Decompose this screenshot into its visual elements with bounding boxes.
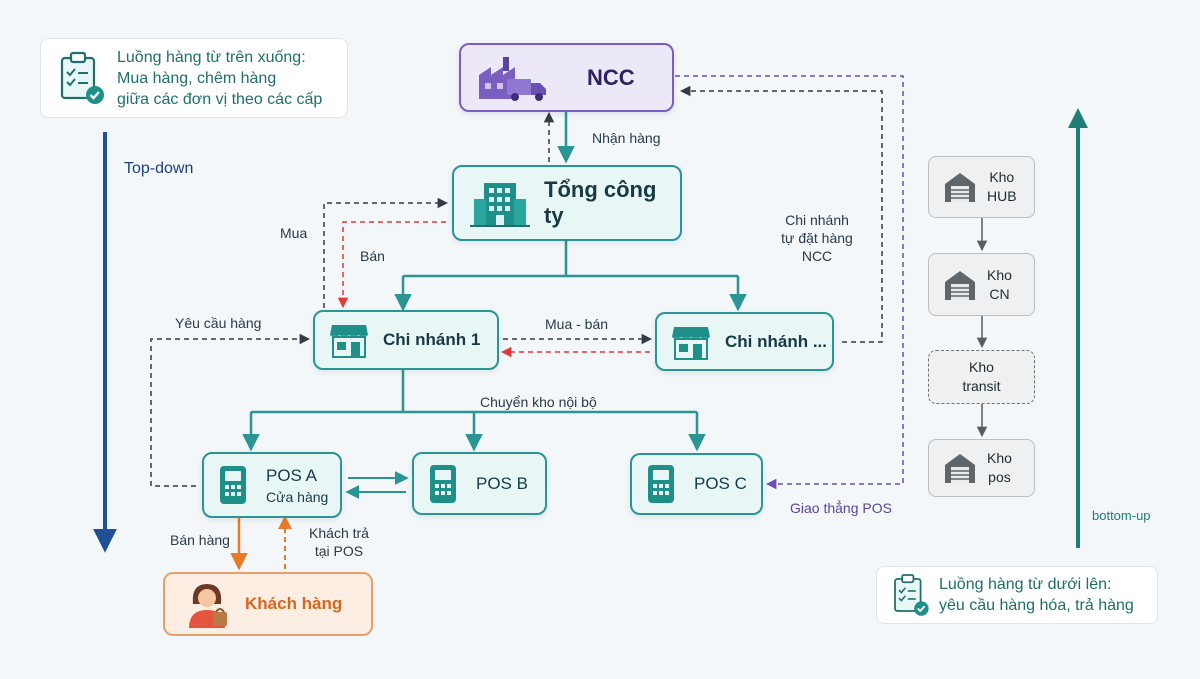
pos-terminal-icon bbox=[430, 464, 456, 503]
warehouse-icon bbox=[945, 270, 975, 300]
warehouse-icon bbox=[945, 454, 975, 483]
customer-label: Khách hàng bbox=[245, 594, 343, 613]
cn2-to-ncc-dashed-arrow bbox=[679, 85, 883, 343]
top-down-note: Luồng hàng từ trên xuống: Mua hàng, chêm… bbox=[40, 38, 348, 118]
ncc-node[interactable]: NCC bbox=[459, 43, 674, 112]
top-note-line-1: Luồng hàng từ trên xuống: bbox=[117, 48, 306, 66]
office-building-icon bbox=[470, 183, 530, 227]
kho-pos-line-2: pos bbox=[988, 469, 1011, 485]
kho-hub-line-1: Kho bbox=[989, 169, 1015, 185]
hq-node[interactable]: Tổng công ty bbox=[452, 165, 682, 241]
request-dashed-arrow bbox=[150, 333, 311, 487]
pos-terminal-icon bbox=[220, 466, 246, 504]
pos-c-label: POS C bbox=[694, 474, 747, 493]
kho-transit-node[interactable]: Kho transit bbox=[928, 350, 1035, 404]
kho-pos-line-1: Kho bbox=[987, 450, 1012, 466]
clipboard-check-icon bbox=[894, 574, 929, 616]
direct-to-pos-label: Giao thẳng POS bbox=[790, 500, 892, 516]
store-icon bbox=[672, 326, 710, 360]
pos-terminal-icon bbox=[648, 465, 674, 503]
ncc-label: NCC bbox=[587, 64, 635, 90]
top-note-line-2: Mua hàng, chêm hàng bbox=[117, 69, 277, 87]
hq-to-branches-connector bbox=[403, 241, 738, 278]
pos-c-node[interactable]: POS C bbox=[630, 453, 763, 515]
pos-a-node[interactable]: POS A Cửa hàng bbox=[202, 452, 342, 518]
pos-a-label: POS A bbox=[266, 465, 318, 485]
branch-1-node[interactable]: Chi nhánh 1 bbox=[313, 310, 499, 370]
bottom-note-line-1: Luồng hàng từ dưới lên: bbox=[939, 576, 1112, 593]
cn1-to-pos-connector bbox=[251, 370, 697, 414]
bottom-up-note: Luồng hàng từ dưới lên: yêu cầu hàng hóa… bbox=[876, 566, 1158, 624]
kho-pos-node[interactable]: Kho pos bbox=[928, 439, 1035, 497]
request-goods-label: Yêu cầu hàng bbox=[175, 315, 262, 331]
hq-label: Tổng công ty bbox=[544, 177, 657, 228]
kho-cn-line-2: CN bbox=[989, 285, 1010, 302]
factory-truck-icon bbox=[479, 56, 546, 101]
return-line-1: Khách trả bbox=[309, 525, 369, 541]
customer-person-icon bbox=[189, 584, 227, 628]
pos-a-sublabel: Cửa hàng bbox=[266, 488, 329, 505]
top-note-line-3: giữa các đơn vị theo các cấp bbox=[117, 90, 323, 108]
kho-transit-line-1: Kho bbox=[969, 359, 994, 375]
branch-order-line-1: Chi nhánh bbox=[785, 212, 849, 228]
top-down-label: Top-down bbox=[124, 160, 194, 177]
customer-node[interactable]: Khách hàng bbox=[163, 572, 373, 636]
bottom-note-line-2: yêu cầu hàng hóa, trả hàng bbox=[939, 597, 1134, 614]
kho-cn-node[interactable]: Kho CN bbox=[928, 253, 1035, 316]
pos-b-label: POS B bbox=[476, 473, 528, 493]
branch-order-line-2: tự đặt hàng bbox=[781, 230, 853, 246]
branch-other-label: Chi nhánh ... bbox=[725, 331, 827, 351]
branch-order-ncc-label: Chi nhánh tự đặt hàng NCC bbox=[772, 211, 862, 265]
kho-hub-line-2: HUB bbox=[987, 188, 1017, 204]
kho-transit-line-2: transit bbox=[962, 378, 1001, 394]
clipboard-check-icon bbox=[60, 51, 104, 104]
receive-goods-label: Nhận hàng bbox=[592, 130, 661, 146]
internal-transfer-label: Chuyển kho nội bộ bbox=[480, 394, 597, 410]
return-line-2: tại POS bbox=[314, 543, 364, 559]
store-icon bbox=[330, 325, 368, 358]
sell-dashed-arrow bbox=[337, 221, 446, 309]
sell-label: Bán bbox=[360, 248, 385, 264]
buy-sell-label: Mua - bán bbox=[545, 316, 609, 332]
sale-label: Bán hàng bbox=[170, 532, 230, 548]
branch-order-line-3: NCC bbox=[801, 248, 833, 264]
ncc-to-posc-dashed-arrow bbox=[675, 75, 904, 490]
pos-b-node[interactable]: POS B bbox=[412, 452, 547, 515]
buy-label: Mua bbox=[280, 225, 308, 241]
kho-hub-node[interactable]: Kho HUB bbox=[928, 156, 1035, 218]
branch-other-node[interactable]: Chi nhánh ... bbox=[655, 312, 834, 371]
warehouse-icon bbox=[945, 173, 975, 202]
branch-1-label: Chi nhánh 1 bbox=[383, 330, 481, 349]
customer-return-label: Khách trả tại POS bbox=[300, 524, 378, 560]
bottom-up-label: bottom-up bbox=[1092, 508, 1151, 523]
kho-cn-line-1: Kho bbox=[987, 266, 1012, 283]
